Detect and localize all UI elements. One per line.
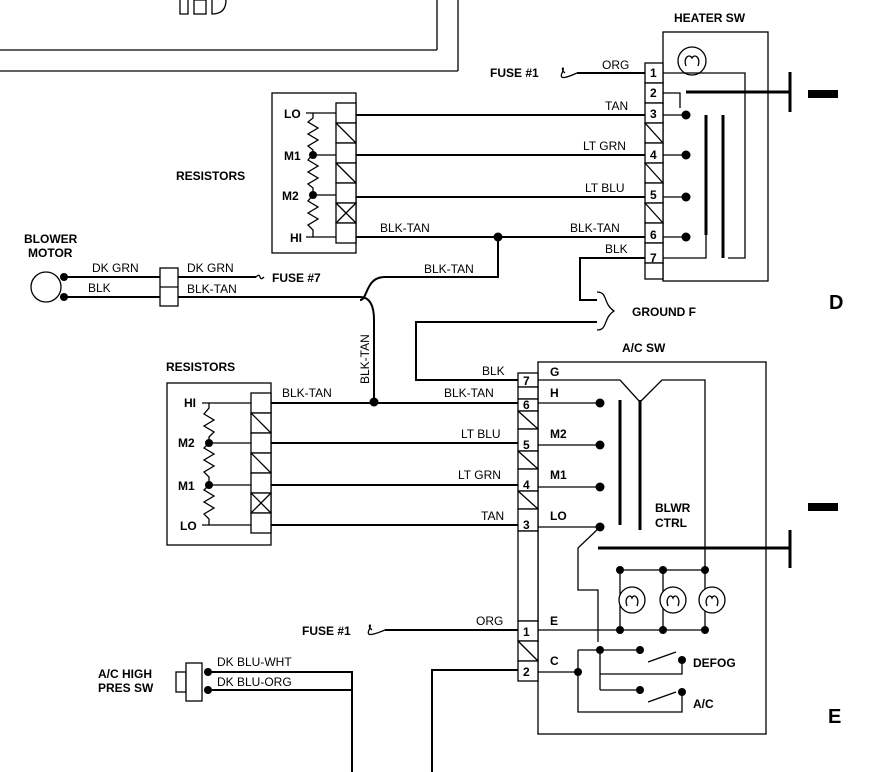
ac-pin-1: 1 [523, 625, 530, 639]
defog-label: DEFOG [693, 656, 736, 670]
bottom-tap-hi: HI [184, 396, 196, 410]
wire-blk-motor: BLK [88, 281, 111, 295]
ac-high-title-2: PRES SW [98, 681, 154, 695]
ac-pin-name-m2: M2 [550, 427, 567, 441]
heater-minus-mark [808, 90, 838, 98]
heater-pin-4: 4 [650, 148, 657, 162]
wire-org-ac: ORG [476, 614, 503, 628]
fuse7-label: FUSE #7 [272, 271, 321, 285]
ac-switch-title: A/C SW [622, 341, 666, 355]
ac-pin-6: 6 [523, 398, 530, 412]
heater-lamp-icon [677, 46, 707, 76]
ac-pin-3: 3 [523, 518, 530, 532]
top-tap-hi: HI [290, 231, 302, 245]
heater-pin-1: 1 [650, 66, 657, 80]
bottom-tap-m1: M1 [178, 479, 195, 493]
wire-blktan-res: BLK-TAN [380, 221, 430, 235]
ac-lamp-icon-2 [659, 586, 687, 614]
wire-blktan-res2: BLK-TAN [282, 386, 332, 400]
ac-pin-name-c: C [550, 654, 559, 668]
fuse1-bottom-label: FUSE #1 [302, 624, 351, 638]
wire-blktan-vert: BLK-TAN [358, 334, 372, 384]
top-tap-m1: M1 [284, 149, 301, 163]
section-e-label: E [828, 706, 841, 728]
ground-f-label: GROUND F [632, 305, 696, 319]
heater-pin-2: 2 [650, 86, 657, 100]
wire-ltblu-top: LT BLU [585, 181, 625, 195]
wire-blk-top: BLK [605, 242, 628, 256]
ac-pin-2: 2 [523, 665, 530, 679]
wire-blktan-mid: BLK-TAN [424, 262, 474, 276]
ac-high-title-1: A/C HIGH [98, 667, 152, 681]
wire-ltgrn-top: LT GRN [583, 139, 626, 153]
ac-lamp-icon-1 [618, 586, 646, 614]
top-wiring: FUSE #1 ORG TAN LT GRN LT BLU BLK-TAN BL… [356, 58, 696, 381]
wire-blk-ac: BLK [482, 364, 505, 378]
top-tap-m2: M2 [282, 189, 299, 203]
blower-motor: BLOWER MOTOR DK GRN DK GRN BLK BLK-TAN F… [24, 232, 375, 402]
partial-component-box [0, 0, 459, 72]
ac-pin-block [517, 372, 539, 682]
wire-blktan-top: BLK-TAN [570, 221, 620, 235]
bottom-resistors-title: RESISTORS [166, 360, 235, 374]
wire-dkgrn-1: DK GRN [92, 261, 139, 275]
wire-blktan-motor: BLK-TAN [187, 282, 237, 296]
top-tap-lo: LO [284, 107, 301, 121]
top-resistors-title: RESISTORS [176, 169, 245, 183]
ac-switch: A/C SW 7 6 5 4 3 1 2 G H [517, 341, 838, 735]
ac-pin-name-e: E [550, 614, 558, 628]
fuse1-top-label: FUSE #1 [490, 66, 539, 80]
heater-pin-7: 7 [650, 251, 657, 265]
ac-pin-7: 7 [523, 374, 530, 388]
ac-pin-name-m1: M1 [550, 468, 567, 482]
top-resistor-pack: RESISTORS LO M1 M2 HI [176, 92, 357, 254]
blower-motor-title-1: BLOWER [24, 232, 78, 246]
ac-label: A/C [693, 697, 714, 711]
heater-pin-5: 5 [650, 188, 657, 202]
heater-switch-title: HEATER SW [674, 11, 746, 25]
wire-blktan-ac: BLK-TAN [444, 386, 494, 400]
wire-org-top: ORG [602, 58, 629, 72]
bottom-wiring: BLK-TAN BLK BLK-TAN LT BLU LT GRN TAN FU… [212, 364, 518, 772]
wire-tan-top: TAN [605, 99, 628, 113]
wire-ltgrn-ac: LT GRN [458, 468, 501, 482]
wire-dkbluorg: DK BLU-ORG [217, 675, 292, 689]
heater-switch: HEATER SW 1 2 3 4 5 6 7 [644, 11, 838, 282]
blwr-label: BLWR [655, 501, 691, 515]
heater-pin-3: 3 [650, 107, 657, 121]
wire-ltblu-ac: LT BLU [461, 427, 501, 441]
ac-pin-4: 4 [523, 478, 530, 492]
section-d-label: D [829, 292, 843, 314]
bottom-resistor-pack: RESISTORS HI M2 M1 LO [166, 360, 272, 546]
bottom-tap-lo: LO [180, 519, 197, 533]
ac-high-pressure-switch: A/C HIGH PRES SW DK BLU-WHT DK BLU-ORG [98, 655, 292, 702]
blower-motor-title-2: MOTOR [28, 246, 73, 260]
wire-tan-ac: TAN [481, 509, 504, 523]
ac-pin-name-lo: LO [550, 509, 567, 523]
ac-pin-name-h: H [550, 386, 559, 400]
bottom-tap-m2: M2 [178, 436, 195, 450]
heater-pin-6: 6 [650, 228, 657, 242]
ac-pin-name-g: G [550, 365, 559, 379]
wire-dkbluwht: DK BLU-WHT [217, 655, 292, 669]
ac-minus-mark [808, 503, 838, 511]
ctrl-label: CTRL [655, 516, 687, 530]
heater-pin-block [644, 62, 664, 280]
wire-dkgrn-2: DK GRN [187, 261, 234, 275]
ac-lamp-icon-3 [698, 586, 726, 614]
ac-pin-5: 5 [523, 438, 530, 452]
